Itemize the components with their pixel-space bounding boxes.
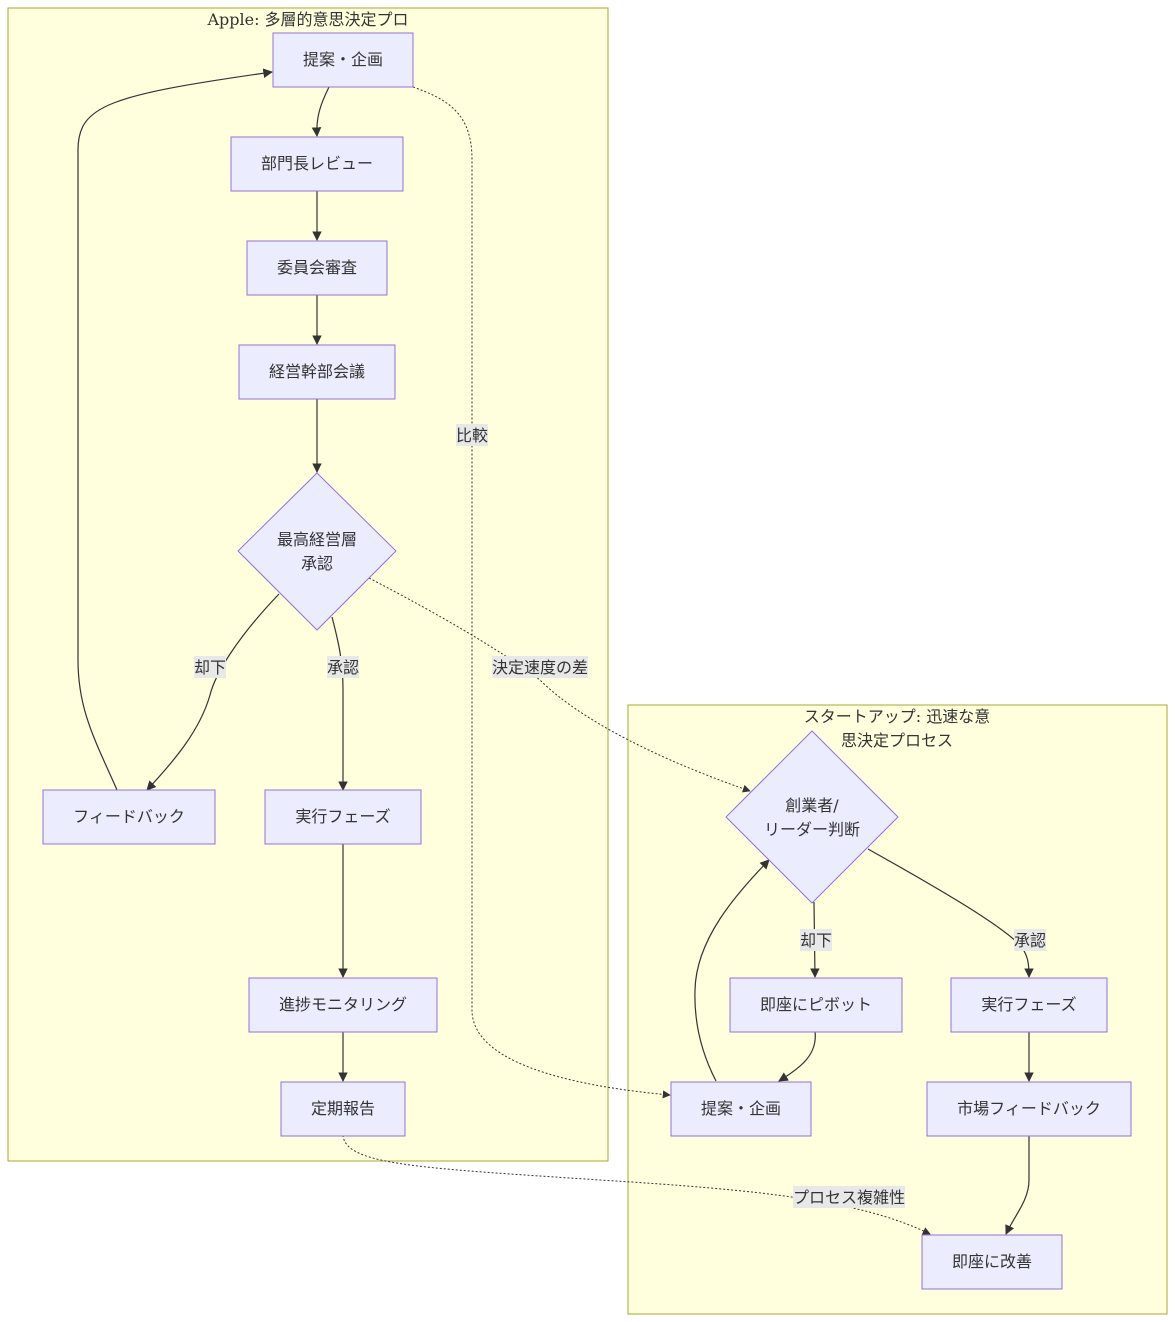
label-apple-approve: 承認	[327, 658, 359, 677]
node-apple-execution-label: 実行フェーズ	[295, 807, 390, 826]
node-committee[interactable]: 委員会審査	[246, 240, 388, 296]
edge-feedback-to-proposal	[77, 68, 273, 791]
node-dept-review-label: 部門長レビュー	[261, 154, 373, 173]
node-improve-label: 即座に改善	[952, 1252, 1032, 1271]
node-exec-meeting-label: 経営幹部会議	[269, 362, 365, 381]
node-startup-proposal[interactable]: 提案・企画	[670, 1081, 812, 1137]
node-apple-proposal-label: 提案・企画	[303, 50, 383, 69]
node-pivot-label: 即座にピボット	[760, 995, 872, 1014]
node-monitoring-label: 進捗モニタリング	[279, 995, 407, 1014]
edge-top-approval-to-execution	[331, 616, 348, 791]
node-startup-execution[interactable]: 実行フェーズ	[950, 977, 1108, 1033]
edge-top-approval-to-feedback	[146, 593, 280, 791]
startup-cluster-title-line2: 思決定プロセス	[841, 731, 953, 750]
node-committee-label: 委員会審査	[277, 258, 357, 277]
edge-proposal-to-dept-review	[311, 86, 330, 137]
edge-pivot-to-proposal	[778, 1030, 816, 1082]
node-improve[interactable]: 即座に改善	[921, 1234, 1063, 1290]
node-founder-label-line2: リーダー判断	[764, 820, 860, 839]
node-report-label: 定期報告	[311, 1099, 375, 1118]
node-apple-proposal[interactable]: 提案・企画	[272, 32, 414, 88]
node-apple-execution[interactable]: 実行フェーズ	[264, 789, 422, 845]
node-pivot[interactable]: 即座にピボット	[729, 977, 903, 1033]
cross-edges	[342, 86, 931, 1235]
node-top-approval[interactable]: 最高経営層 承認	[237, 472, 397, 631]
node-monitoring[interactable]: 進捗モニタリング	[248, 977, 438, 1033]
edge-founder-to-execution	[867, 848, 1034, 978]
node-market-feedback[interactable]: 市場フィードバック	[926, 1081, 1132, 1137]
label-startup-reject: 却下	[800, 931, 832, 950]
node-exec-meeting[interactable]: 経営幹部会議	[238, 344, 396, 400]
edge-proposal-to-founder	[694, 859, 770, 1082]
label-speed-difference: 決定速度の差	[492, 658, 588, 677]
edge-compare	[412, 86, 671, 1099]
startup-nodes: 創業者/ リーダー判断 即座にピボット 実行フェーズ 提案・企画 市場フィードバ…	[670, 730, 1132, 1290]
label-compare: 比較	[456, 426, 488, 445]
label-process-complexity: プロセス複雑性	[793, 1188, 905, 1207]
node-market-feedback-label: 市場フィードバック	[957, 1099, 1101, 1118]
apple-edges	[77, 68, 348, 1082]
node-top-approval-label-line1: 最高経営層	[277, 530, 357, 549]
edge-speed-difference	[368, 577, 751, 793]
apple-nodes: 提案・企画 部門長レビュー 委員会審査 経営幹部会議 最高経営層 承認 フィード…	[42, 32, 438, 1137]
node-dept-review[interactable]: 部門長レビュー	[230, 136, 404, 192]
edge-labels: 却下 承認 比較 決定速度の差 却下 承認 プロセス複雑性	[194, 424, 1046, 1208]
node-report[interactable]: 定期報告	[280, 1081, 406, 1137]
apple-cluster-title: Apple: 多層的意思決定プロ	[206, 10, 408, 29]
node-startup-execution-label: 実行フェーズ	[981, 995, 1076, 1014]
node-top-approval-label-line2: 承認	[301, 554, 333, 573]
node-feedback[interactable]: フィードバック	[42, 789, 216, 845]
node-startup-proposal-label: 提案・企画	[701, 1099, 781, 1118]
label-startup-approve: 承認	[1014, 931, 1046, 950]
label-apple-reject: 却下	[194, 658, 226, 677]
node-founder-label-line1: 創業者/	[785, 796, 839, 815]
node-feedback-label: フィードバック	[73, 807, 185, 826]
edge-market-feedback-to-improve	[1005, 1135, 1030, 1235]
node-founder[interactable]: 創業者/ リーダー判断	[725, 730, 899, 904]
startup-cluster-title-line1: スタートアップ: 迅速な意	[804, 707, 990, 726]
edge-process-complexity	[342, 1134, 931, 1235]
